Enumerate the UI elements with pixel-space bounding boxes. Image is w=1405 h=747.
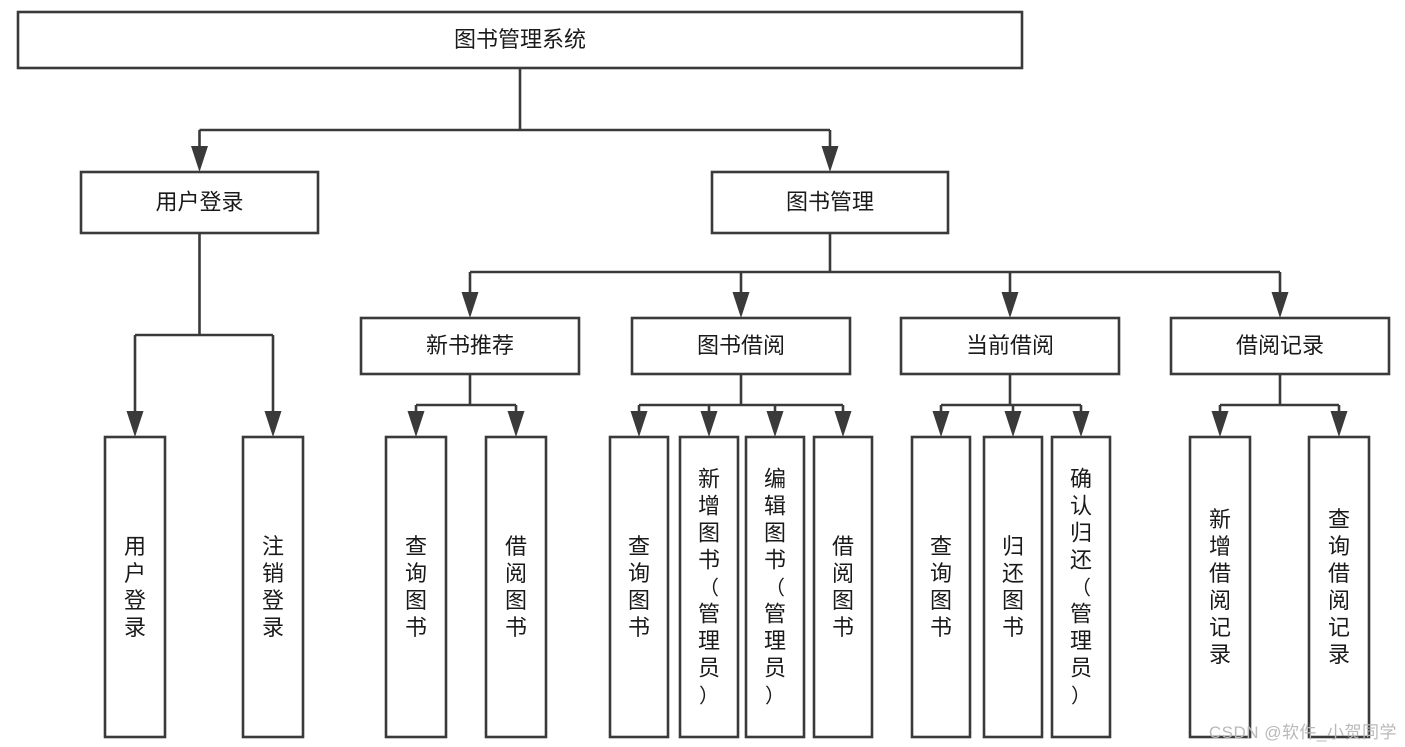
arrow-head-icon bbox=[1004, 411, 1022, 437]
node-leaf-edit-book[interactable]: 编辑图书（管理员） bbox=[744, 435, 806, 739]
node-leaf-return-book[interactable]: 归还图书 bbox=[982, 435, 1044, 739]
node-label: 查询图书 bbox=[405, 534, 427, 640]
node-leaf-borrow-book-2[interactable]: 借阅图书 bbox=[812, 435, 874, 739]
arrow-head-icon bbox=[191, 146, 208, 172]
node-label: 查询图书 bbox=[628, 534, 650, 640]
node-leaf-user-login[interactable]: 用户登录 bbox=[103, 435, 167, 739]
node-box bbox=[16, 10, 1024, 70]
node-layer: 图书管理系统用户登录图书管理新书推荐图书借阅当前借阅借阅记录用户登录注销登录查询… bbox=[16, 10, 1391, 739]
node-label: 图书管理系统 bbox=[454, 27, 586, 52]
node-leaf-logout[interactable]: 注销登录 bbox=[241, 435, 305, 739]
node-label: 借阅图书 bbox=[505, 534, 527, 640]
node-box bbox=[982, 435, 1044, 739]
arrow-head-icon bbox=[1001, 292, 1019, 318]
node-leaf-query-book-2[interactable]: 查询图书 bbox=[608, 435, 670, 739]
node-box bbox=[384, 435, 448, 739]
node-label: 查询借阅记录 bbox=[1328, 507, 1350, 667]
node-box bbox=[1050, 435, 1112, 739]
node-label: 图书借阅 bbox=[697, 333, 785, 358]
node-box bbox=[1188, 435, 1252, 739]
node-leaf-query-book-1[interactable]: 查询图书 bbox=[384, 435, 448, 739]
arrow-head-icon bbox=[834, 411, 852, 437]
node-box bbox=[1307, 435, 1371, 739]
node-leaf-add-book[interactable]: 新增图书（管理员） bbox=[678, 435, 740, 739]
node-box bbox=[630, 316, 852, 376]
arrow-head-icon bbox=[126, 411, 144, 437]
node-label: 确认归还（管理员） bbox=[1070, 467, 1092, 708]
watermark-label: CSDN @软件_小贺同学 bbox=[1208, 723, 1397, 742]
node-label: 借阅记录 bbox=[1236, 333, 1324, 358]
node-label: 用户登录 bbox=[155, 189, 243, 214]
node-label: 编辑图书（管理员） bbox=[764, 467, 786, 708]
node-box bbox=[484, 435, 548, 739]
node-label: 借阅图书 bbox=[832, 534, 854, 640]
node-box bbox=[608, 435, 670, 739]
arrow-head-icon bbox=[1211, 411, 1229, 437]
arrow-head-icon bbox=[766, 411, 784, 437]
node-box bbox=[910, 435, 972, 739]
node-leaf-query-book-3[interactable]: 查询图书 bbox=[910, 435, 972, 739]
arrow-head-icon bbox=[1330, 411, 1348, 437]
node-label: 新增借阅记录 bbox=[1209, 507, 1231, 667]
node-new-book-rec[interactable]: 新书推荐 bbox=[359, 316, 581, 376]
node-label: 当前借阅 bbox=[966, 333, 1054, 358]
node-leaf-query-record[interactable]: 查询借阅记录 bbox=[1307, 435, 1371, 739]
arrow-head-icon bbox=[264, 411, 282, 437]
arrow-head-icon bbox=[507, 411, 525, 437]
arrow-head-icon bbox=[1072, 411, 1090, 437]
arrow-head-icon bbox=[461, 292, 479, 318]
node-box bbox=[359, 316, 581, 376]
node-box bbox=[79, 170, 320, 235]
node-label: 新增图书（管理员） bbox=[698, 467, 720, 708]
node-leaf-confirm-return[interactable]: 确认归还（管理员） bbox=[1050, 435, 1112, 739]
node-book-borrow[interactable]: 图书借阅 bbox=[630, 316, 852, 376]
arrow-head-icon bbox=[1271, 292, 1289, 318]
node-label: 注销登录 bbox=[262, 534, 284, 640]
node-label: 用户登录 bbox=[124, 534, 146, 640]
arrow-head-icon bbox=[700, 411, 718, 437]
arrow-head-icon bbox=[407, 411, 425, 437]
arrow-head-icon bbox=[932, 411, 950, 437]
node-box bbox=[241, 435, 305, 739]
arrow-head-icon bbox=[630, 411, 648, 437]
node-box bbox=[744, 435, 806, 739]
node-box bbox=[710, 170, 950, 235]
connector-layer bbox=[126, 68, 1348, 437]
node-label: 归还图书 bbox=[1002, 534, 1024, 640]
node-book-manage[interactable]: 图书管理 bbox=[710, 170, 950, 235]
arrow-head-icon bbox=[821, 146, 839, 172]
node-box bbox=[899, 316, 1121, 376]
node-box bbox=[103, 435, 167, 739]
node-label: 查询图书 bbox=[930, 534, 952, 640]
node-label: 图书管理 bbox=[786, 189, 874, 214]
node-leaf-add-record[interactable]: 新增借阅记录 bbox=[1188, 435, 1252, 739]
node-box bbox=[678, 435, 740, 739]
node-box bbox=[1169, 316, 1391, 376]
node-leaf-borrow-book-1[interactable]: 借阅图书 bbox=[484, 435, 548, 739]
node-borrow-record[interactable]: 借阅记录 bbox=[1169, 316, 1391, 376]
node-current-borrow[interactable]: 当前借阅 bbox=[899, 316, 1121, 376]
node-box bbox=[812, 435, 874, 739]
node-label: 新书推荐 bbox=[426, 333, 514, 358]
arrow-head-icon bbox=[732, 292, 750, 318]
node-root[interactable]: 图书管理系统 bbox=[16, 10, 1024, 70]
node-user-login[interactable]: 用户登录 bbox=[79, 170, 320, 235]
